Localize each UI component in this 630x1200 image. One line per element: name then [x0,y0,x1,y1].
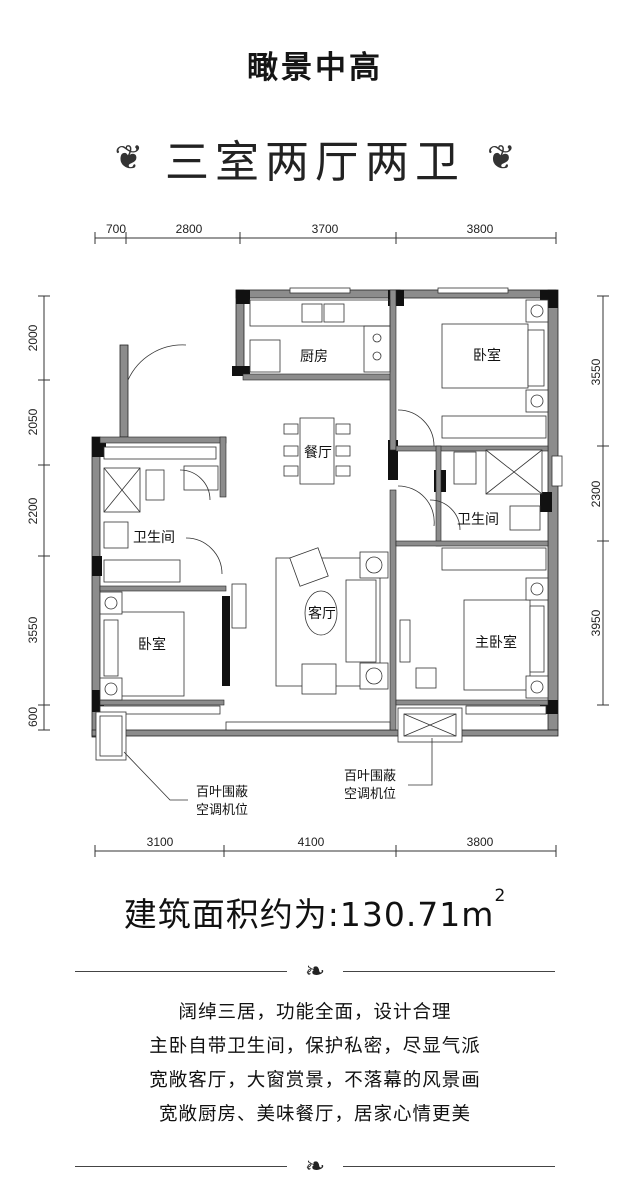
dim-top-4: 3800 [467,222,494,236]
right-dimension-line [597,295,609,706]
dim-top-3: 3700 [312,222,339,236]
layout-title: 三室两厅两卫 [165,137,465,188]
dining-table [283,417,351,485]
bottom-dimension-line [94,845,557,857]
left-dimension-line [38,295,50,731]
interior-walls [99,289,549,731]
dim-top-2: 2800 [176,222,203,236]
room-label-kitchen: 厨房 [300,349,328,365]
room-label-bedroom-left: 卧室 [138,636,166,653]
feature-item: 宽敞厨房、美味餐厅，居家心情更美 [158,1104,471,1125]
feature-list: 阔绰三居，功能全面，设计合理 主卧自带卫生间，保护私密，尽显气派 宽敞客厅，大窗… [0,996,630,1132]
ac-units [95,707,463,761]
divider-line-left [75,1166,287,1167]
feature-item: 主卧自带卫生间，保护私密，尽显气派 [149,1036,481,1057]
left-bathroom-fixtures [103,446,219,583]
top-dimension-line [94,232,557,244]
feature-item: 宽敞客厅，大窗赏景，不落幕的风景画 [149,1070,481,1091]
room-label-living: 客厅 [308,605,336,622]
dim-left-1: 2000 [26,324,40,351]
room-label-master-bedroom: 主卧室 [475,634,517,651]
outer-walls [91,289,559,738]
structural-columns [92,290,558,714]
divider-top: ❧ [75,957,555,987]
divider-line-right [343,971,555,972]
right-bedroom-furniture [441,299,549,439]
room-label-bedroom-right: 卧室 [473,347,501,364]
note-ac-left-line1: 百叶围蔽 [196,785,248,800]
area-colon: : [327,895,340,934]
dim-right-2: 2300 [589,480,603,507]
doors [127,344,461,575]
living-room-furniture [275,547,437,695]
area-unit-superscript: 2 [494,886,507,906]
dim-top-1: 700 [106,222,126,236]
ornament-right-icon: ❦ [487,138,516,178]
note-leader-lines [123,738,433,801]
dim-right-1: 3550 [589,358,603,385]
building-area: 建筑面积约为:130.71m2 [0,886,630,936]
flourish-icon: ❧ [304,1152,326,1180]
dim-bottom-2: 4100 [298,835,325,849]
dim-right-3: 3950 [589,609,603,636]
room-label-bathroom-left: 卫生间 [133,530,175,546]
area-value: 130.71 [339,895,462,934]
windows [99,287,563,731]
left-bedroom-furniture [99,583,247,701]
dim-bottom-1: 3100 [147,835,174,849]
note-ac-right-line2: 空调机位 [344,787,396,802]
ornament-left-icon: ❦ [114,138,144,178]
project-name: 瞰景中高 [247,50,383,86]
divider-line-right [343,1166,555,1167]
divider-line-left [75,971,287,972]
divider-bottom: ❧ [75,1152,555,1182]
area-label: 建筑面积约为 [123,895,328,934]
feature-item: 阔绰三居，功能全面，设计合理 [178,1002,452,1023]
master-bedroom-furniture [441,547,549,699]
dim-left-4: 3550 [26,616,40,643]
dim-left-2: 2050 [26,408,40,435]
kitchen-counter [249,299,391,373]
note-ac-right-line1: 百叶围蔽 [344,769,396,784]
note-ac-left-line2: 空调机位 [196,803,248,818]
dim-left-3: 2200 [26,497,40,524]
room-label-dining: 餐厅 [304,445,332,461]
dim-left-5: 600 [26,707,40,727]
room-label-bathroom-right: 卫生间 [457,512,499,528]
right-bathroom-fixtures [453,449,543,531]
dim-bottom-3: 3800 [467,835,494,849]
floor-plan: 700 2800 3700 3800 2000 2050 2200 3550 6… [26,222,609,857]
flourish-icon: ❧ [304,957,326,985]
area-unit: m [461,895,495,934]
layout-title-row: ❦ 三室两厅两卫 ❦ [0,128,630,188]
